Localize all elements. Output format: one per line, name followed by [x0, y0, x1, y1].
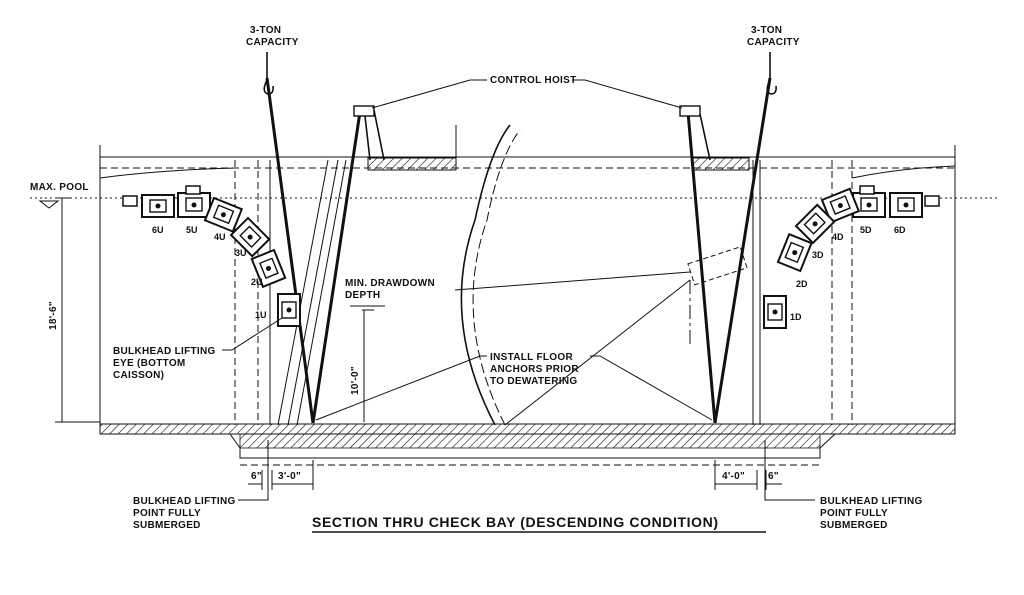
lifting-eye-label: BULKHEAD LIFTING EYE (BOTTOM CAISSON) [113, 317, 283, 381]
capacity-label-left: 3-TON CAPACITY [246, 25, 299, 48]
svg-text:CAISSON): CAISSON) [113, 370, 164, 381]
svg-text:POINT FULLY: POINT FULLY [133, 508, 201, 519]
unit-tag-2d: 2D [796, 279, 808, 289]
svg-text:SUBMERGED: SUBMERGED [820, 520, 888, 531]
unit-tag-1u: 1U [255, 310, 267, 320]
unit-tag-6u: 6U [152, 225, 164, 235]
svg-text:EYE (BOTTOM: EYE (BOTTOM [113, 358, 186, 369]
dimension-bottom-left: 6" 3'-0" [248, 460, 314, 490]
svg-text:MIN. DRAWDOWN: MIN. DRAWDOWN [345, 278, 435, 289]
unit-tag-1d: 1D [790, 312, 802, 322]
unit-tag-4u: 4U [214, 232, 226, 242]
capacity-label-right: 3-TON CAPACITY [747, 25, 800, 48]
bulkhead-unit-1u [277, 293, 301, 327]
unit-tag-2u: 2U [251, 277, 263, 287]
unit-tags-downstream: 6D 5D 4D 3D 2D 1D [790, 225, 906, 322]
unit-tag-5d: 5D [860, 225, 872, 235]
dim-right-offset: 6" [768, 471, 779, 482]
svg-text:CAPACITY: CAPACITY [747, 37, 800, 48]
svg-text:CONTROL HOIST: CONTROL HOIST [490, 75, 577, 86]
bulkhead-unit-6d [889, 192, 923, 218]
svg-text:3-TON: 3-TON [250, 25, 281, 36]
unit-tag-4d: 4D [832, 232, 844, 242]
control-hoist-label: CONTROL HOIST [371, 75, 683, 109]
dimension-min-drawdown: 10'-0" [350, 310, 365, 422]
svg-text:BULKHEAD LIFTING: BULKHEAD LIFTING [820, 496, 923, 507]
bulkhead-unit-6u [141, 194, 175, 218]
unit-tags-upstream: 6U 5U 4U 3U 2U 1U [152, 225, 267, 320]
svg-text:BULKHEAD LIFTING: BULKHEAD LIFTING [133, 496, 236, 507]
lifting-point-label-left: BULKHEAD LIFTING POINT FULLY SUBMERGED [133, 440, 269, 531]
bulkhead-units-upstream [122, 185, 301, 327]
bulkhead-unit-1d [763, 295, 787, 329]
bulkhead-unit-3d [794, 203, 836, 245]
bulkhead-unit-2d [776, 232, 813, 273]
unit-tag-6d: 6D [894, 225, 906, 235]
unit-tag-5u: 5U [186, 225, 198, 235]
dimension-total-height: 18'-6" [48, 197, 100, 423]
svg-text:CAPACITY: CAPACITY [246, 37, 299, 48]
drawing-title: SECTION THRU CHECK BAY (DESCENDING CONDI… [312, 514, 719, 530]
bulkhead-unit-2u [250, 248, 287, 289]
min-drawdown-label: MIN. DRAWDOWN DEPTH [345, 278, 435, 311]
install-anchors-label: INSTALL FLOOR ANCHORS PRIOR TO DEWATERIN… [315, 352, 713, 421]
control-hoist-right [679, 77, 772, 424]
svg-text:BULKHEAD LIFTING: BULKHEAD LIFTING [113, 346, 216, 357]
svg-text:MAX. POOL: MAX. POOL [30, 182, 89, 193]
floor-slab [99, 423, 956, 466]
bulkhead-unit-5d [852, 192, 886, 218]
bulkhead-unit-4u [203, 196, 244, 233]
crane-hook-left-icon [263, 52, 274, 95]
dim-right-span: 4'-0" [722, 471, 745, 482]
bulkhead-unit-3u [229, 216, 271, 258]
bulkhead-unit-5u [177, 192, 211, 218]
svg-text:ANCHORS PRIOR: ANCHORS PRIOR [490, 364, 579, 375]
dim-left-span: 3'-0" [278, 471, 301, 482]
lifting-point-label-right: BULKHEAD LIFTING POINT FULLY SUBMERGED [764, 440, 923, 531]
unit-tag-3d: 3D [812, 250, 824, 260]
svg-text:18'-6": 18'-6" [48, 301, 59, 330]
control-hoist-left [265, 77, 385, 424]
svg-text:DEPTH: DEPTH [345, 290, 380, 301]
svg-text:POINT FULLY: POINT FULLY [820, 508, 888, 519]
svg-text:SUBMERGED: SUBMERGED [133, 520, 201, 531]
bulkhead-units-downstream [763, 185, 940, 329]
dim-left-offset: 6" [251, 471, 262, 482]
radial-gate [454, 124, 748, 426]
svg-text:3-TON: 3-TON [751, 25, 782, 36]
svg-text:INSTALL FLOOR: INSTALL FLOOR [490, 352, 573, 363]
svg-text:TO DEWATERING: TO DEWATERING [490, 376, 577, 387]
unit-tag-3u: 3U [235, 248, 247, 258]
dimension-bottom-right: 4'-0" 6" [714, 460, 782, 490]
max-pool-label: MAX. POOL [30, 182, 89, 209]
drawing-title-block: SECTION THRU CHECK BAY (DESCENDING CONDI… [312, 514, 766, 533]
svg-text:10'-0": 10'-0" [350, 366, 361, 395]
bulkhead-unit-4d [820, 187, 861, 224]
crane-hook-right-icon [766, 52, 777, 95]
